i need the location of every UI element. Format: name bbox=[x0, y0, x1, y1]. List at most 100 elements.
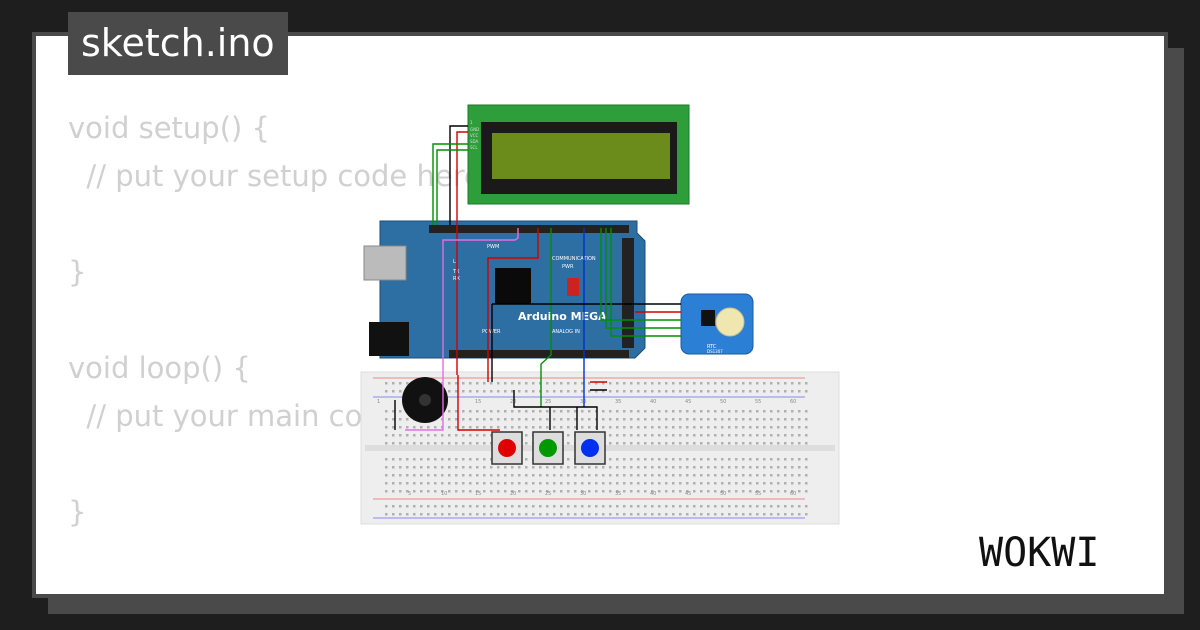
breadboard-hole bbox=[518, 382, 521, 385]
breadboard-hole bbox=[532, 490, 535, 493]
breadboard-hole bbox=[399, 382, 402, 385]
breadboard-hole bbox=[609, 434, 612, 437]
breadboard-hole bbox=[448, 458, 451, 461]
breadboard-hole bbox=[707, 513, 710, 516]
push-button-blue[interactable] bbox=[574, 431, 606, 465]
breadboard-hole bbox=[385, 482, 388, 485]
breadboard-hole bbox=[770, 474, 773, 477]
breadboard-hole bbox=[637, 458, 640, 461]
breadboard-hole bbox=[441, 458, 444, 461]
breadboard-hole bbox=[770, 442, 773, 445]
breadboard-hole bbox=[721, 442, 724, 445]
breadboard-hole bbox=[588, 382, 591, 385]
breadboard-hole bbox=[798, 434, 801, 437]
file-tab-title[interactable]: sketch.ino bbox=[68, 12, 288, 75]
breadboard-hole bbox=[609, 466, 612, 469]
breadboard-hole bbox=[665, 458, 668, 461]
breadboard-hole bbox=[728, 513, 731, 516]
column-number: 30 bbox=[580, 491, 586, 497]
wokwi-logo[interactable]: WOKWI bbox=[977, 526, 1152, 576]
breadboard-hole bbox=[805, 442, 808, 445]
breadboard-column-numbers: 1 5 10 15 20 25 30 35 40 45 50 55 60 5 1… bbox=[377, 399, 796, 497]
breadboard-hole bbox=[490, 418, 493, 421]
breadboard-hole bbox=[756, 482, 759, 485]
breadboard-hole bbox=[455, 410, 458, 413]
breadboard-hole bbox=[616, 410, 619, 413]
breadboard-hole bbox=[714, 390, 717, 393]
breadboard-hole bbox=[630, 466, 633, 469]
breadboard-hole bbox=[623, 513, 626, 516]
breadboard-hole bbox=[630, 434, 633, 437]
breadboard-hole bbox=[511, 390, 514, 393]
breadboard-hole bbox=[539, 410, 542, 413]
breadboard-hole bbox=[609, 382, 612, 385]
breadboard-hole bbox=[595, 505, 598, 508]
breadboard-hole bbox=[630, 458, 633, 461]
breadboard-hole bbox=[749, 482, 752, 485]
breadboard-hole bbox=[630, 513, 633, 516]
arduino-mega-board[interactable]: Arduino MEGA PWM COMMUNICATION POWER ANA… bbox=[363, 220, 646, 359]
breadboard-hole bbox=[777, 513, 780, 516]
breadboard-hole bbox=[665, 382, 668, 385]
breadboard-hole bbox=[567, 410, 570, 413]
breadboard-hole bbox=[399, 458, 402, 461]
breadboard-hole bbox=[490, 466, 493, 469]
breadboard-hole bbox=[546, 505, 549, 508]
breadboard-hole bbox=[602, 505, 605, 508]
breadboard-hole bbox=[763, 442, 766, 445]
breadboard-hole bbox=[735, 410, 738, 413]
breadboard-hole bbox=[469, 505, 472, 508]
breadboard-hole bbox=[693, 466, 696, 469]
breadboard-hole bbox=[651, 474, 654, 477]
breadboard-hole bbox=[385, 474, 388, 477]
breadboard-hole bbox=[504, 482, 507, 485]
breadboard-hole bbox=[399, 490, 402, 493]
breadboard-hole bbox=[728, 490, 731, 493]
breadboard-hole bbox=[560, 505, 563, 508]
push-button-red[interactable] bbox=[491, 431, 523, 465]
rtc-module[interactable]: RTC DS1307 bbox=[680, 293, 754, 355]
breadboard-hole bbox=[567, 482, 570, 485]
breadboard-hole bbox=[651, 426, 654, 429]
breadboard-hole bbox=[609, 458, 612, 461]
breadboard-hole bbox=[756, 505, 759, 508]
breadboard-hole bbox=[574, 490, 577, 493]
breadboard-hole bbox=[707, 390, 710, 393]
breadboard-hole bbox=[651, 382, 654, 385]
breadboard-hole bbox=[721, 390, 724, 393]
breadboard-hole bbox=[714, 434, 717, 437]
breadboard-hole bbox=[763, 434, 766, 437]
breadboard-hole bbox=[805, 418, 808, 421]
breadboard-hole bbox=[623, 426, 626, 429]
breadboard-hole bbox=[567, 458, 570, 461]
breadboard-hole bbox=[567, 490, 570, 493]
push-button-green[interactable] bbox=[532, 431, 564, 465]
breadboard-hole bbox=[735, 458, 738, 461]
breadboard-hole bbox=[630, 482, 633, 485]
breadboard-hole bbox=[728, 410, 731, 413]
breadboard-hole bbox=[392, 490, 395, 493]
breadboard-hole bbox=[497, 505, 500, 508]
breadboard[interactable]: 1 5 10 15 20 25 30 35 40 45 50 55 60 5 1… bbox=[360, 371, 840, 525]
buzzer[interactable] bbox=[402, 377, 448, 423]
breadboard-hole bbox=[658, 474, 661, 477]
column-number: 60 bbox=[790, 399, 796, 405]
breadboard-hole bbox=[455, 390, 458, 393]
breadboard-hole bbox=[707, 458, 710, 461]
lcd-display[interactable]: 1 GND VCC SDA SCL bbox=[467, 104, 690, 205]
breadboard-hole bbox=[721, 418, 724, 421]
breadboard-hole bbox=[784, 442, 787, 445]
breadboard-hole bbox=[623, 390, 626, 393]
breadboard-hole bbox=[658, 426, 661, 429]
breadboard-hole bbox=[770, 490, 773, 493]
column-number: 35 bbox=[615, 399, 621, 405]
breadboard-hole bbox=[483, 505, 486, 508]
lcd-pin-label: SDA bbox=[470, 139, 479, 144]
breadboard-hole bbox=[420, 458, 423, 461]
breadboard-hole bbox=[714, 505, 717, 508]
breadboard-hole bbox=[427, 474, 430, 477]
breadboard-hole bbox=[560, 426, 563, 429]
breadboard-hole bbox=[707, 474, 710, 477]
breadboard-hole bbox=[630, 474, 633, 477]
breadboard-hole bbox=[385, 442, 388, 445]
